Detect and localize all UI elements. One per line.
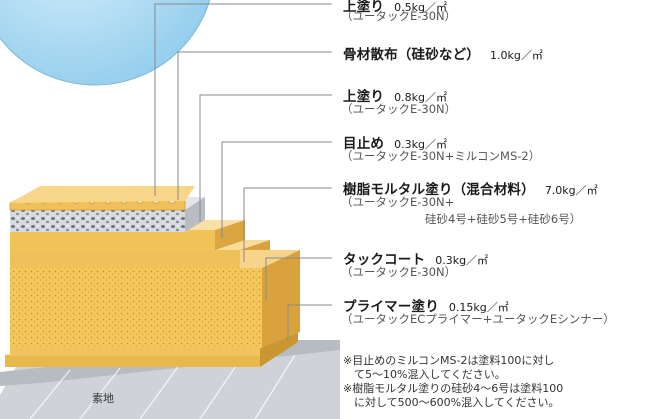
material-resin-mortar-sand: 硅砂4号+硅砂5号+硅砂6号） [425,212,582,226]
note-line: ※目止めのミルコンMS-2は塗料100に対し [343,354,555,367]
notes: ※目止めのミルコンMS-2は塗料100に対し て5〜10%混入してください。 ※… [343,354,563,410]
resin-mortar-layer [10,268,262,348]
resin-mortar-side [262,250,300,348]
label-aggregate: 骨材散布（硅砂など）1.0kg／㎡ [343,47,543,63]
material-resin-mortar: （ユータックE-30N+ [341,195,455,209]
magnifier-circle [0,0,211,86]
substrate-label: 素地 [92,392,114,405]
label-resin-mortar: 樹脂モルタル塗り（混合材料）7.0kg／㎡ [343,182,598,198]
material-primer: （ユータックECプライマー+ユータックEシンナー） [341,312,615,326]
note-line: に対して500〜600%混入してください。 [343,396,560,409]
leader-lines [154,3,332,340]
tack-coat-layer [10,346,260,356]
substrate-hatch [29,354,296,419]
sealing-layer [10,250,240,268]
material-sealing: （ユータックE-30N+ミルコンMS-2） [341,149,541,163]
aggregate-layer [10,210,185,232]
note-line: ※樹脂モルタル塗りの硅砂4〜6号は塗料100 [343,382,564,395]
primer-layer [5,355,260,367]
topcoat-0-8-layer [10,230,215,250]
material-tack-coat: （ユータックE-30N） [341,265,457,279]
material-topcoat-0-8: （ユータックE-30N） [341,102,457,116]
material-topcoat-0-5: （ユータックE-30N） [341,9,457,23]
note-line: て5〜10%混入してください。 [343,368,506,381]
